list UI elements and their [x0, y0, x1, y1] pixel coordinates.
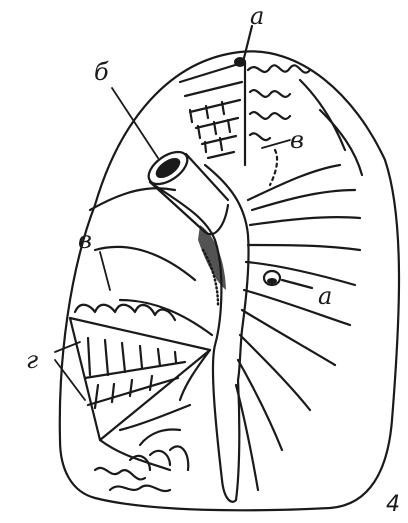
left-canals: [90, 188, 212, 335]
pore-top: [234, 26, 252, 67]
label-b: б: [94, 60, 109, 84]
label-v-left: в: [78, 228, 92, 252]
figure-number: 4: [386, 494, 400, 516]
label-v-top: в: [290, 128, 304, 152]
central-trunk: [150, 165, 249, 502]
cut-tube: [143, 146, 228, 235]
label-g: г: [26, 348, 38, 372]
label-a-right: а: [318, 284, 332, 308]
pore-right: [264, 271, 312, 288]
upper-lamellae: [180, 62, 310, 185]
label-a-top: а: [250, 4, 264, 28]
lower-lamellae: [70, 305, 210, 491]
